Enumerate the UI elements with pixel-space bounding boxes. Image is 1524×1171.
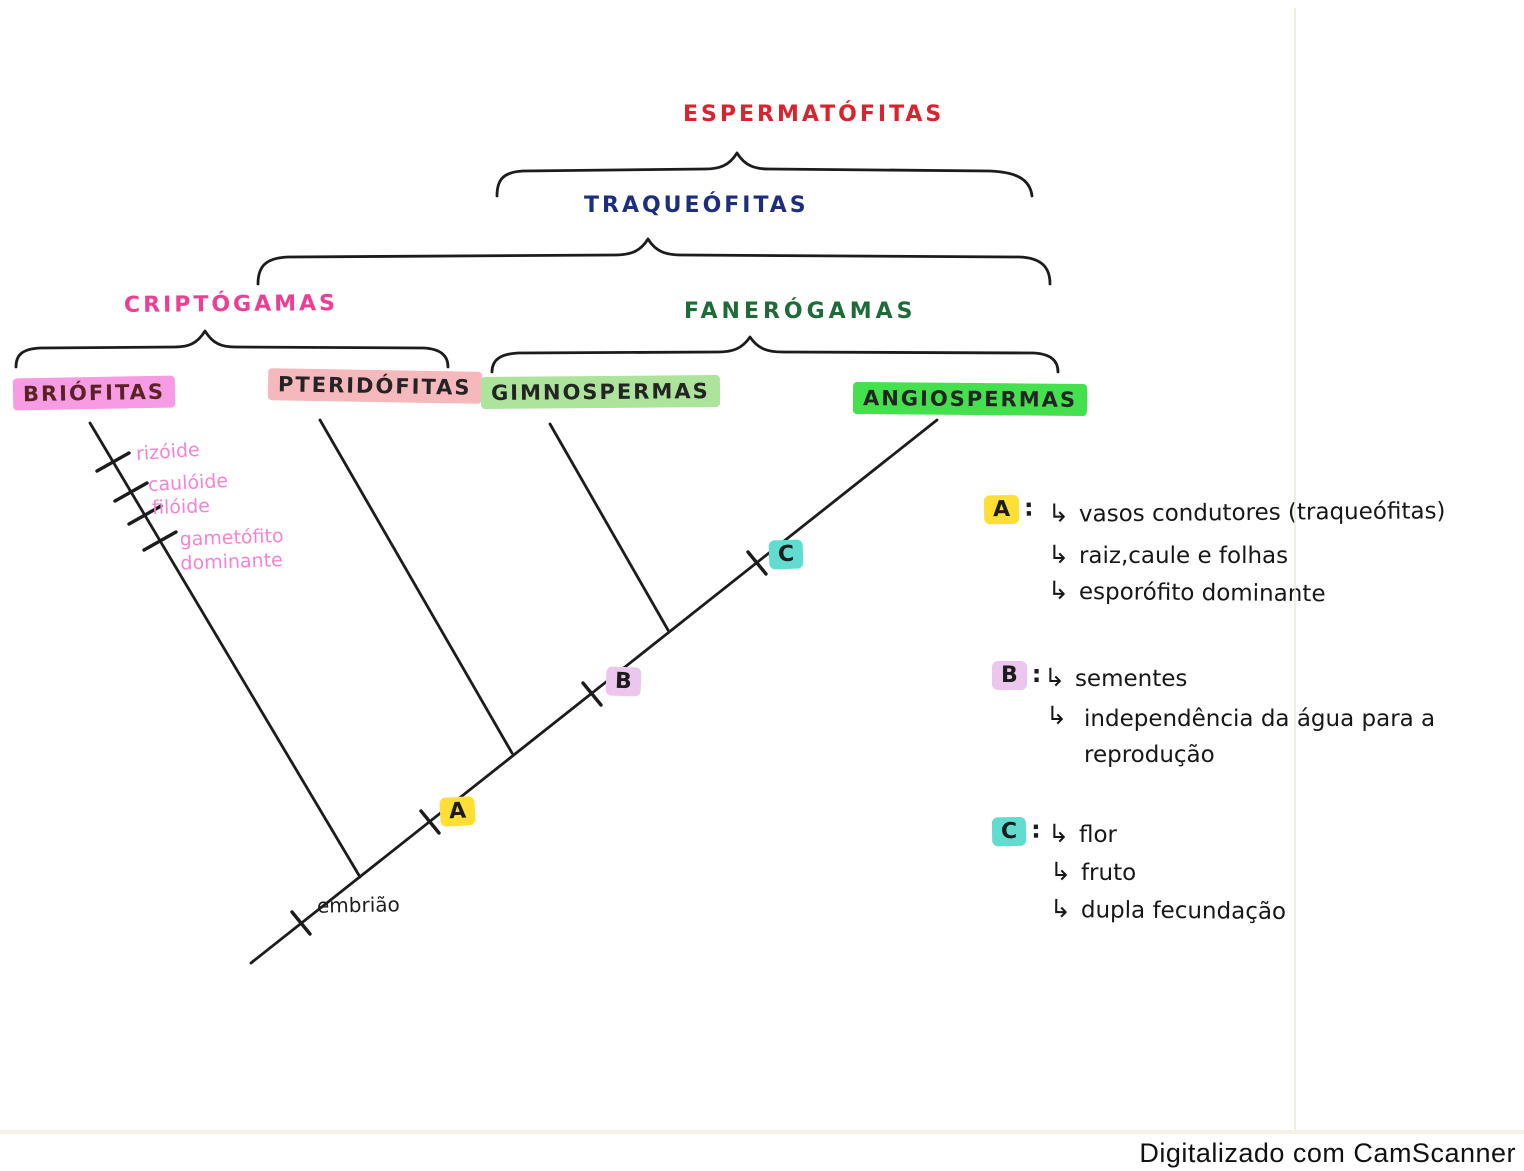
legend-b-item-sementes: ↳ sementes [1044,663,1187,692]
tick-filoide [127,504,163,526]
tick-cauloide [113,481,149,503]
node-marker-a-badge: A [439,796,476,827]
legend-colon: : [1023,493,1034,522]
legend-marker-b: B: [992,660,1041,690]
node-marker-a: A [439,796,476,827]
tick-rizoide [95,451,131,473]
branch-note-gametofito-dominante: gametófito dominante [179,525,284,575]
tick-gametofito [142,530,178,552]
legend-marker-c-badge: C [991,816,1027,847]
brace-criptogamas [14,329,450,369]
legend-b-item-text: sementes [1074,666,1188,692]
legend-c-item-flor: ↳ flor [1048,819,1117,848]
branch-arrow-icon: ↳ [1047,575,1070,605]
node-marker-c-badge: C [768,539,804,570]
branch-arrow-icon: ↳ [1048,819,1069,848]
taxon-label-pteridofitas: PTERIDÓFITAS [267,368,482,404]
legend-c-item-text: flor [1078,822,1117,848]
clade-label-criptogamas: CRIPTÓGAMAS [123,291,339,318]
legend-a-item-text: esporófito dominante [1078,579,1326,608]
brace-traqueofitas [256,237,1052,286]
camscanner-watermark: Digitalizado com CamScanner [1139,1138,1516,1168]
tick-b [581,681,603,707]
taxon-label-angiospermas: ANGIOSPERMAS [852,381,1088,417]
legend-b-item-independencia-agua: ↳ independência da água para a reprodução [1046,701,1466,773]
tick-embriao [290,910,312,936]
branch-arrow-icon: ↳ [1047,498,1070,528]
legend-c-item-dupla-fecundacao: ↳ dupla fecundação [1050,894,1286,925]
tick-a [419,809,441,835]
legend-marker-c: C: [991,815,1041,847]
scan-page-edge-horizontal [0,1130,1524,1134]
legend-c-item-text: dupla fecundação [1080,897,1287,926]
gimnospermas-branch [548,422,670,632]
legend-marker-b-badge: B [992,661,1027,690]
branch-arrow-icon: ↳ [1049,893,1072,924]
brace-fanerogamas [490,335,1060,374]
branch-note-cauloide: caulóide [147,469,229,497]
pteridofitas-branch [318,418,514,755]
branch-arrow-icon: ↳ [1048,540,1069,569]
legend-c-item-text: fruto [1080,860,1137,886]
briofitas-branch [88,421,362,879]
branch-arrow-icon: ↳ [1044,663,1065,692]
brace-espermatofitas [495,151,1034,198]
branch-arrow-icon: ↳ [1050,857,1071,886]
legend-a-item-text: raiz,caule e folhas [1078,543,1289,569]
legend-colon: : [1030,815,1041,844]
legend-c-item-fruto: ↳ fruto [1050,857,1136,886]
tick-c [746,550,768,576]
clade-label-espermatofitas: ESPERMATÓFITAS [683,102,945,127]
legend-colon: : [1031,660,1042,688]
backbone-line [249,418,939,965]
legend-marker-a-badge: A [983,494,1020,525]
legend-a-item-text: vasos condutores (traqueófitas) [1078,498,1446,528]
legend-b-item-text: independência da água para a reprodução [1084,706,1436,768]
legend-a-item-esporofito-dominante: ↳ esporófito dominante [1048,576,1326,607]
root-label-embriao: embrião [316,892,400,918]
node-marker-b: B [605,666,642,697]
taxon-label-briofitas: BRIÓFITAS [12,375,176,411]
node-marker-b-badge: B [605,666,642,697]
node-marker-c: C [768,539,804,570]
branch-arrow-icon: ↳ [1046,701,1067,730]
branch-note-filoide: filóide [151,494,211,520]
clade-label-fanerogamas: FANERÓGAMAS [684,299,917,324]
taxon-label-gimnospermas: GIMNOSPERMAS [480,374,720,410]
scan-page-edge-vertical [1294,8,1296,1130]
legend-a-item-vasos-condutores: ↳ vasos condutores (traqueófitas) [1048,495,1446,527]
branch-note-rizoide: rizóide [135,438,201,466]
legend-marker-a: A: [983,493,1034,525]
clade-label-traqueofitas: TRAQUEÓFITAS [584,193,809,218]
legend-a-item-raiz-caule-folhas: ↳ raiz,caule e folhas [1048,540,1288,569]
